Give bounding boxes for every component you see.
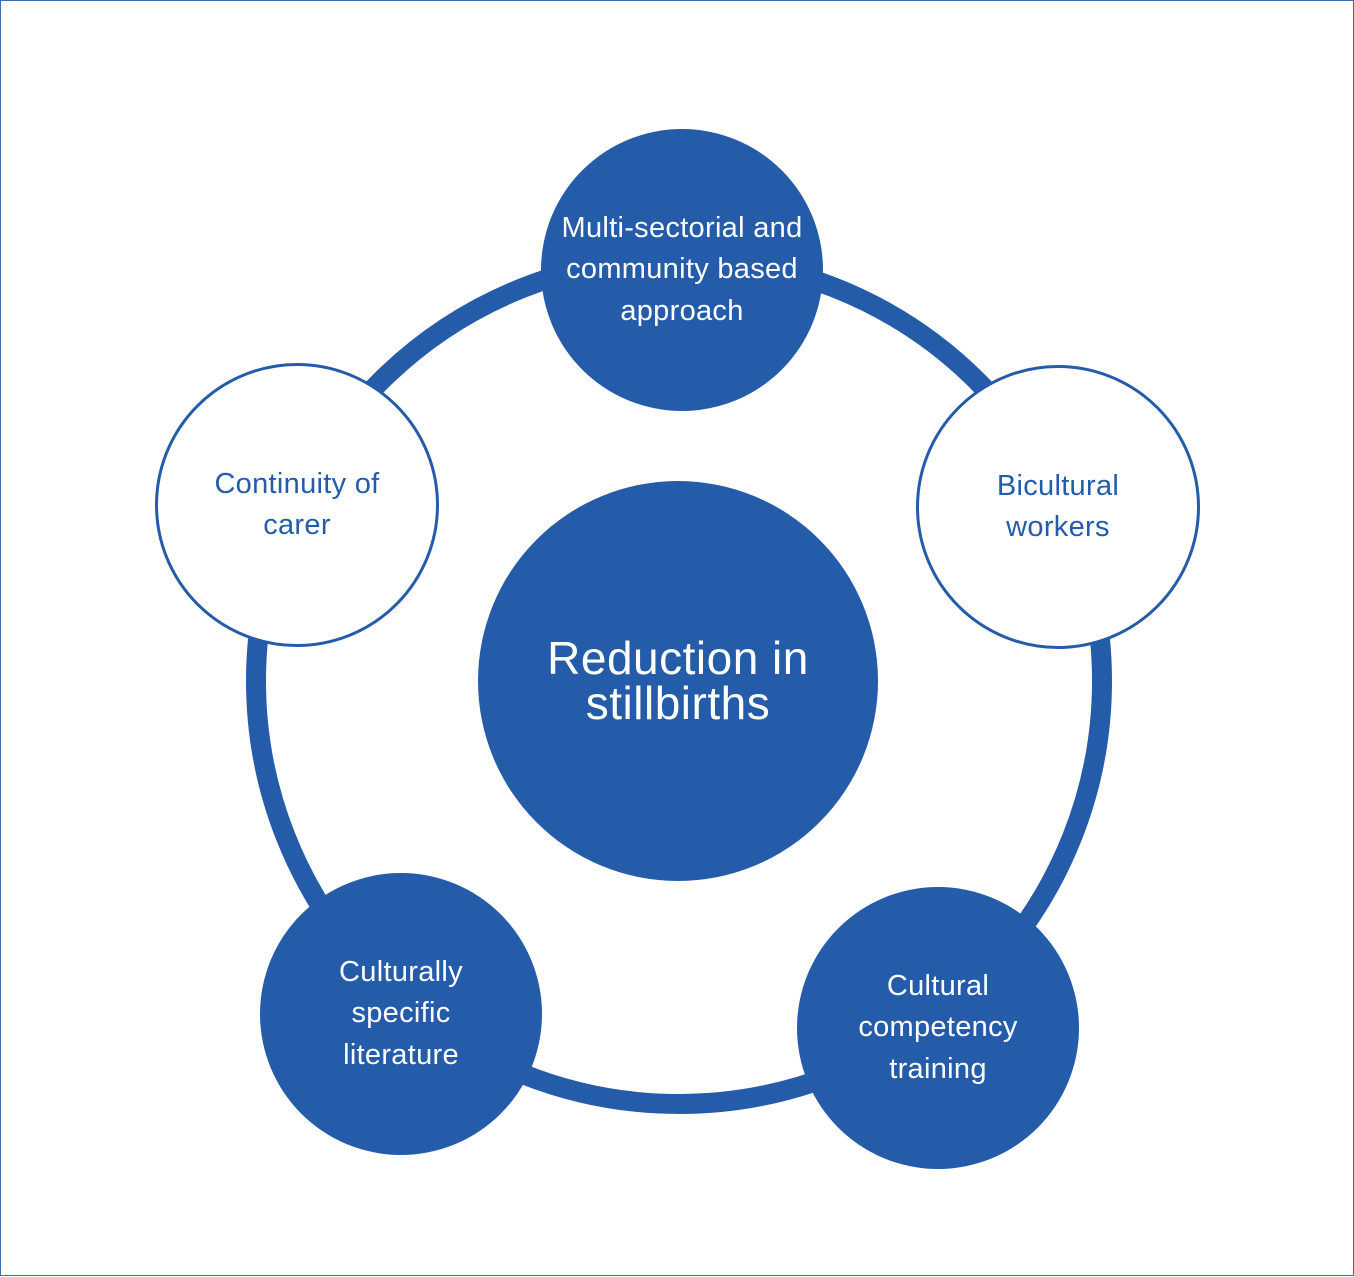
center-label: Reduction in stillbirths xyxy=(547,632,809,729)
node-multi-sectorial-label: Multi-sectorial and community based appr… xyxy=(561,211,803,327)
node-bicultural: Bicultural workers xyxy=(916,365,1200,649)
node-cultural-competency-label: Cultural competency training xyxy=(858,969,1018,1085)
node-continuity-label: Continuity of carer xyxy=(214,467,380,542)
node-culturally-specific-label: Culturally specific literature xyxy=(339,955,463,1071)
node-multi-sectorial: Multi-sectorial and community based appr… xyxy=(541,129,823,411)
center-node: Reduction in stillbirths xyxy=(478,481,878,881)
node-cultural-competency: Cultural competency training xyxy=(797,887,1079,1169)
node-culturally-specific: Culturally specific literature xyxy=(260,873,542,1155)
node-continuity: Continuity of carer xyxy=(155,363,439,647)
node-bicultural-label: Bicultural workers xyxy=(996,469,1120,544)
